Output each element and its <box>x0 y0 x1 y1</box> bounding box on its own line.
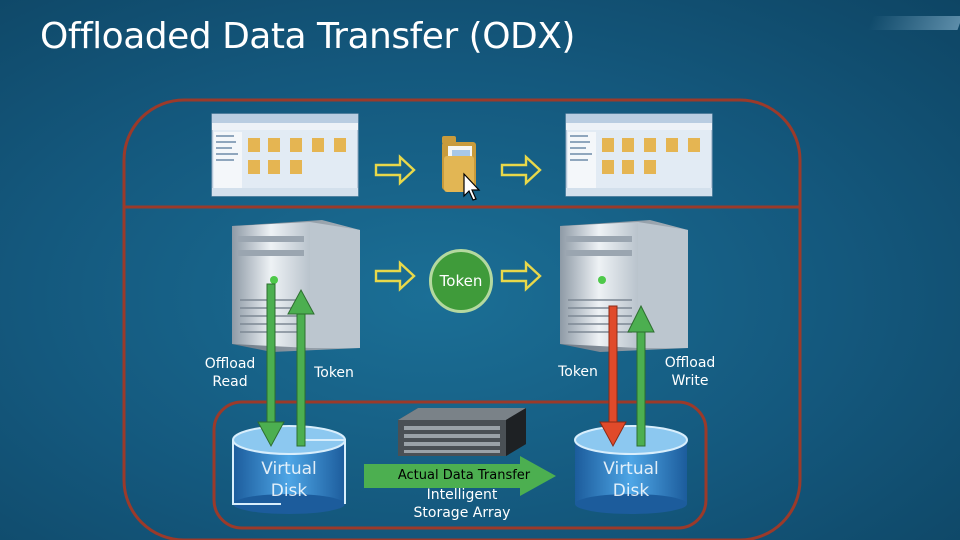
storage-frame <box>212 400 708 530</box>
data-transfer-arrow <box>364 456 556 496</box>
virtual-disk-icon <box>232 425 346 514</box>
offload-write-arrows <box>599 304 655 448</box>
offload-write-label: Offload Write <box>664 355 716 389</box>
explorer-window-icon <box>565 113 713 197</box>
token-badge: Token <box>429 249 493 313</box>
page-title: Offloaded Data Transfer (ODX) <box>40 16 575 57</box>
storage-array-icon <box>398 408 526 456</box>
host-frame <box>122 98 802 540</box>
token-right-label: Token <box>558 364 598 380</box>
offload-read-label: Offload Read <box>204 356 256 390</box>
offload-read-arrows <box>257 283 315 448</box>
virtual-disk-right-label: Virtual Disk <box>603 459 659 501</box>
data-transfer-label: Actual Data Transfer <box>397 468 531 483</box>
virtual-disk-left-label: Virtual Disk <box>261 459 317 501</box>
explorer-window-icon <box>211 113 359 197</box>
storage-array-label: Intelligent Storage Array <box>413 487 511 521</box>
token-left-label: Token <box>314 365 354 381</box>
virtual-disk-icon <box>574 425 688 514</box>
flow-arrows <box>374 154 542 292</box>
server-icon <box>232 220 360 352</box>
server-icon <box>560 220 688 352</box>
cursor-icon <box>463 172 481 201</box>
token-badge-label: Token <box>439 272 483 290</box>
